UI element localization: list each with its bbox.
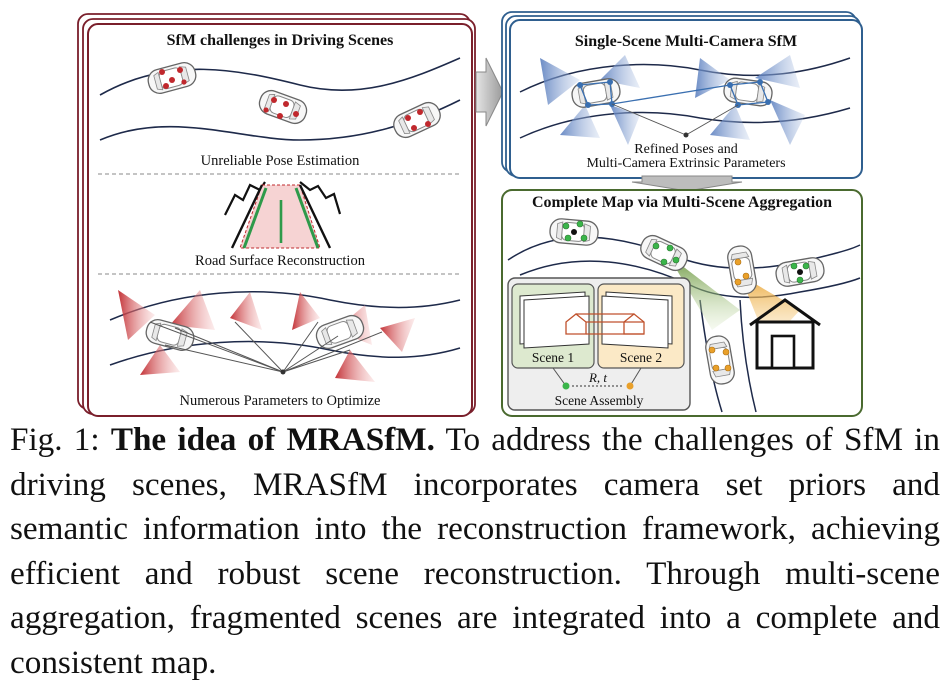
challenges-panel: SfM challenges in Driving Scenes Unrelia… <box>77 13 476 417</box>
road-surface-illustration <box>224 181 342 249</box>
figure-canvas: SfM challenges in Driving Scenes Unrelia… <box>77 11 863 417</box>
pose-estimation-illustration <box>99 57 461 142</box>
flow-arrow-right <box>475 57 504 127</box>
single-scene-title: Single-Scene Multi-Camera SfM <box>575 33 797 50</box>
parameters-label: Numerous Parameters to Optimize <box>180 393 381 409</box>
figure: SfM challenges in Driving Scenes Unrelia… <box>77 11 863 417</box>
scene1-label: Scene 1 <box>532 350 574 365</box>
road-surface-label: Road Surface Reconstruction <box>195 253 366 269</box>
complete-map-title: Complete Map via Multi-Scene Aggregation <box>532 194 832 211</box>
scene-assembly-label: Scene Assembly <box>555 393 644 408</box>
single-scene-panel: Single-Scene Multi-Camera SfM <box>501 11 863 179</box>
single-scene-caption-line2: Multi-Camera Extrinsic Parameters <box>586 156 785 171</box>
scene-assembly-box: Scene 1 Scene 2 R, t Scene Assembly <box>507 277 691 411</box>
complete-map-panel: Complete Map via Multi-Scene Aggregation <box>501 189 863 417</box>
pose-estimation-label: Unreliable Pose Estimation <box>201 153 360 169</box>
multi-camera-illustration <box>519 55 851 145</box>
caption-label: Fig. 1: <box>10 421 100 458</box>
transform-label: R, t <box>588 370 607 385</box>
challenges-title: SfM challenges in Driving Scenes <box>167 32 394 49</box>
caption-title: The idea of MRASfM. <box>110 421 435 458</box>
figure-caption: Fig. 1: The idea of MRASfM. To address t… <box>10 418 940 685</box>
scene2-label: Scene 2 <box>620 350 662 365</box>
parameters-illustration <box>109 290 461 382</box>
flow-arrow-down <box>631 175 743 192</box>
map-illustration <box>507 217 861 413</box>
house-icon <box>749 298 821 370</box>
single-scene-caption-line1: Refined Poses and <box>634 142 737 157</box>
caption-text: To address the challenges of SfM in driv… <box>10 421 940 681</box>
